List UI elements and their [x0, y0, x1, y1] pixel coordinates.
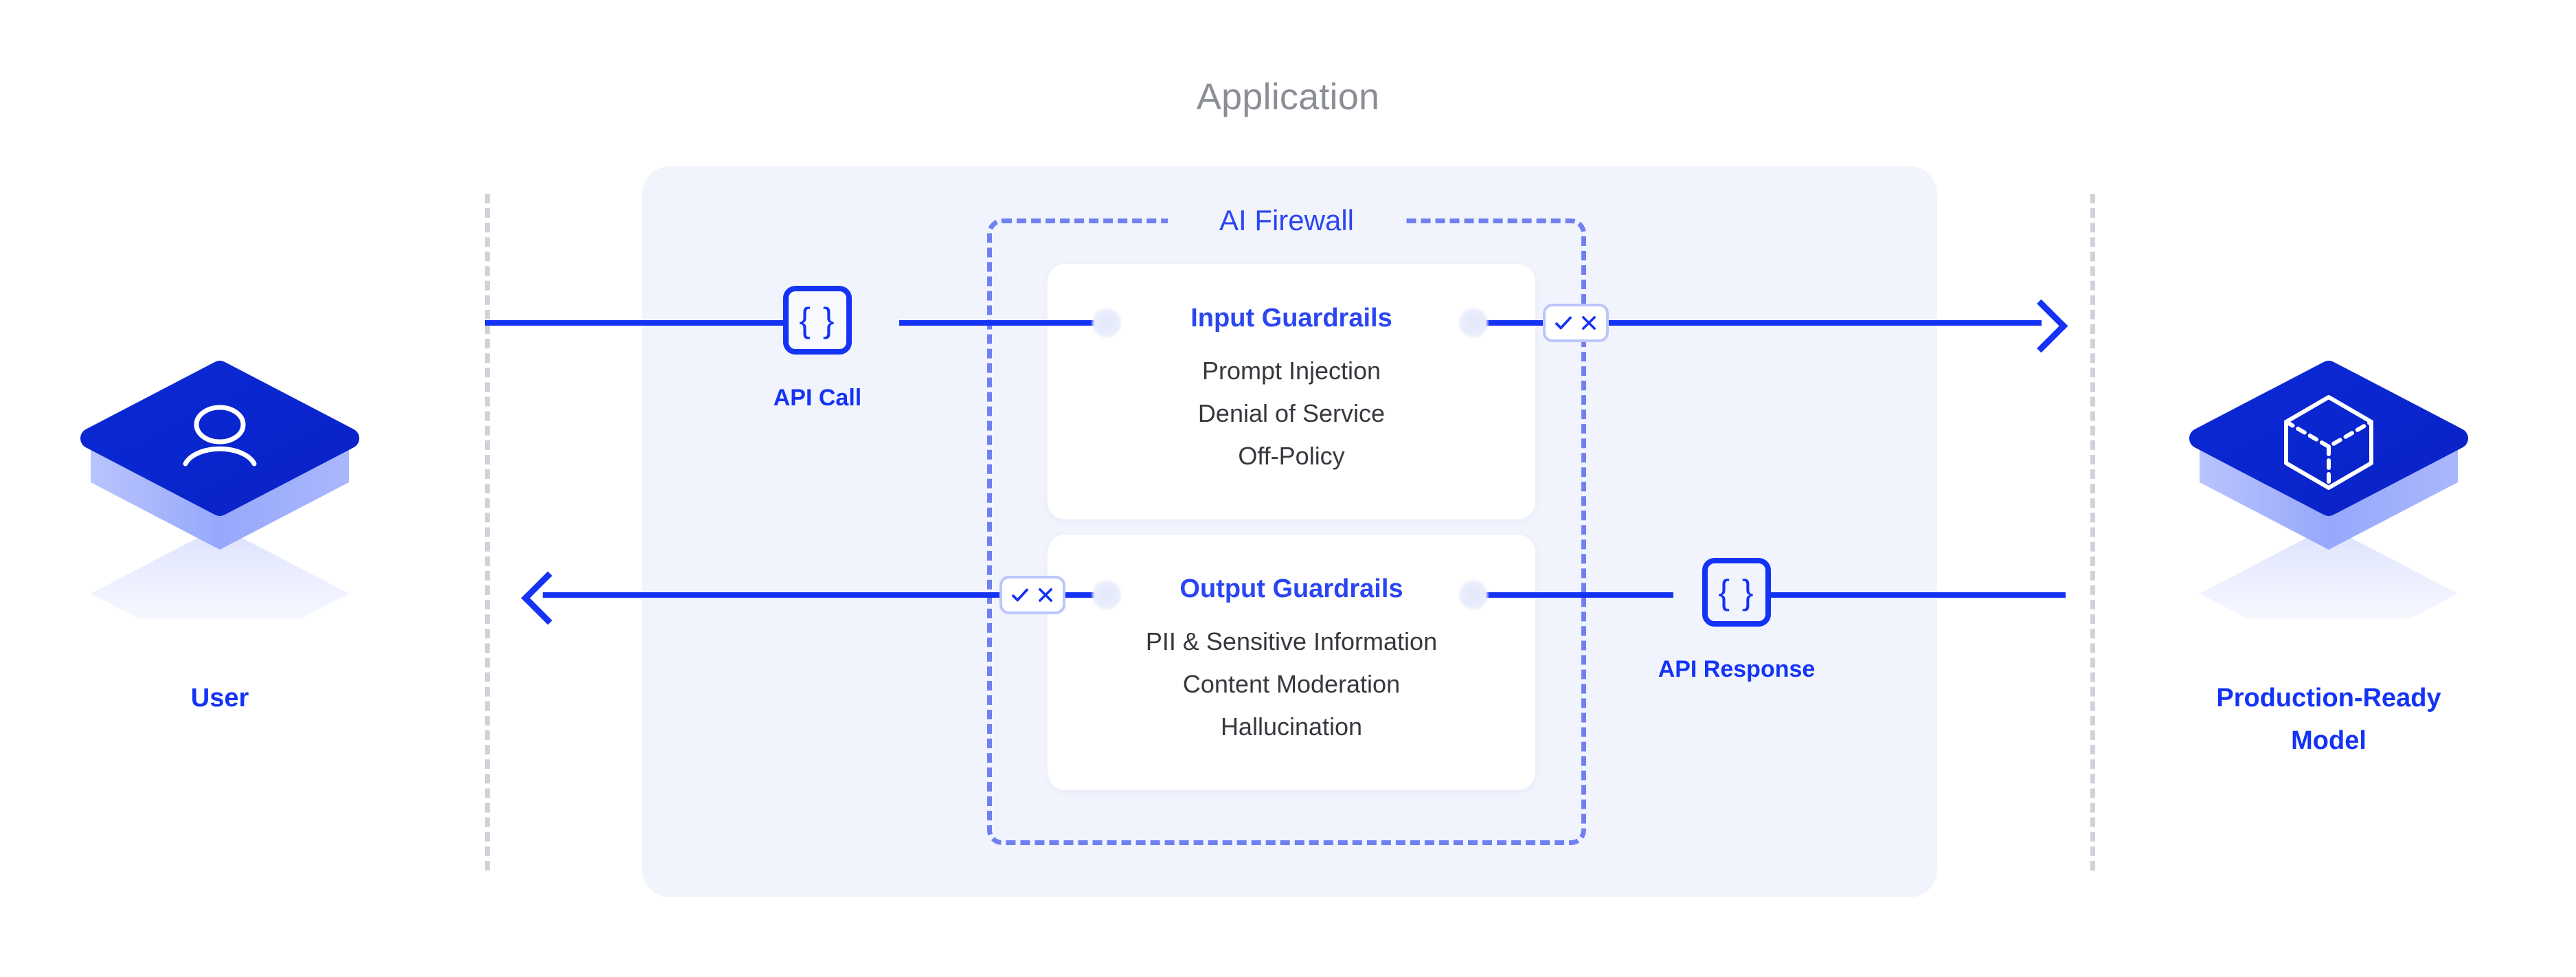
api-call-label: API Call — [773, 385, 862, 411]
braces-icon: { } — [799, 301, 836, 339]
list-item: Prompt Injection — [1201, 357, 1381, 385]
api-response-box[interactable]: { } — [1702, 558, 1771, 627]
flow-line-model-to-api-response — [1771, 592, 2066, 598]
connector-dot — [1091, 579, 1122, 611]
flow-line-output-card-to-badge — [1032, 592, 1107, 598]
connector-dot — [1458, 579, 1489, 611]
braces-icon: { } — [1718, 573, 1755, 611]
flow-line-api-response-to-output-card — [1472, 592, 1673, 598]
page-title: Application — [1196, 76, 1380, 117]
arrow-left-icon — [521, 571, 575, 625]
list-item: Off-Policy — [1238, 442, 1345, 470]
api-call-box[interactable]: { } — [783, 286, 852, 355]
user-node[interactable] — [76, 323, 364, 661]
flow-line-badge-to-user — [543, 592, 999, 598]
input-guardrails-title: Input Guardrails — [1190, 304, 1392, 333]
right-boundary-dashed-line — [2090, 194, 2095, 871]
list-item: Content Moderation — [1182, 670, 1401, 698]
user-isometric-icon — [80, 361, 359, 661]
list-item: PII & Sensitive Information — [1145, 627, 1438, 655]
input-verdict-badge[interactable] — [1543, 304, 1609, 342]
output-guardrails-list: PII & Sensitive Information Content Mode… — [1048, 620, 1535, 748]
ai-firewall-title-gap — [1168, 206, 1405, 235]
model-label-line-1: Production-Ready — [2216, 684, 2441, 712]
user-label: User — [190, 684, 249, 712]
check-icon — [1012, 588, 1028, 602]
flow-line-input-card-to-badge — [1472, 320, 1543, 326]
model-node[interactable] — [2184, 323, 2473, 661]
model-label: Production-Ready Model — [2150, 677, 2507, 762]
model-label-line-2: Model — [2291, 726, 2366, 755]
output-guardrails-card: Output Guardrails PII & Sensitive Inform… — [1048, 535, 1535, 790]
list-item: Hallucination — [1220, 712, 1363, 741]
connector-dot — [1091, 307, 1122, 339]
flow-line-user-to-api-call — [485, 320, 788, 326]
list-item: Denial of Service — [1197, 399, 1386, 427]
arrow-right-icon — [2014, 299, 2068, 353]
x-icon — [1582, 316, 1596, 330]
cube-isometric-icon — [2189, 361, 2468, 661]
connector-dot — [1458, 307, 1489, 339]
left-boundary-dashed-line — [485, 194, 490, 871]
check-icon — [1555, 316, 1572, 330]
input-guardrails-list: Prompt Injection Denial of Service Off-P… — [1048, 350, 1535, 478]
api-response-label: API Response — [1658, 656, 1816, 682]
output-guardrails-title: Output Guardrails — [1179, 574, 1403, 603]
flow-line-api-call-to-input-card — [899, 320, 1110, 326]
flow-line-badge-to-model — [1609, 320, 2042, 326]
ai-firewall-title: AI Firewall — [1219, 204, 1355, 236]
x-icon — [1039, 588, 1052, 602]
output-verdict-badge[interactable] — [999, 576, 1065, 614]
input-guardrails-card: Input Guardrails Prompt Injection Denial… — [1048, 264, 1535, 519]
